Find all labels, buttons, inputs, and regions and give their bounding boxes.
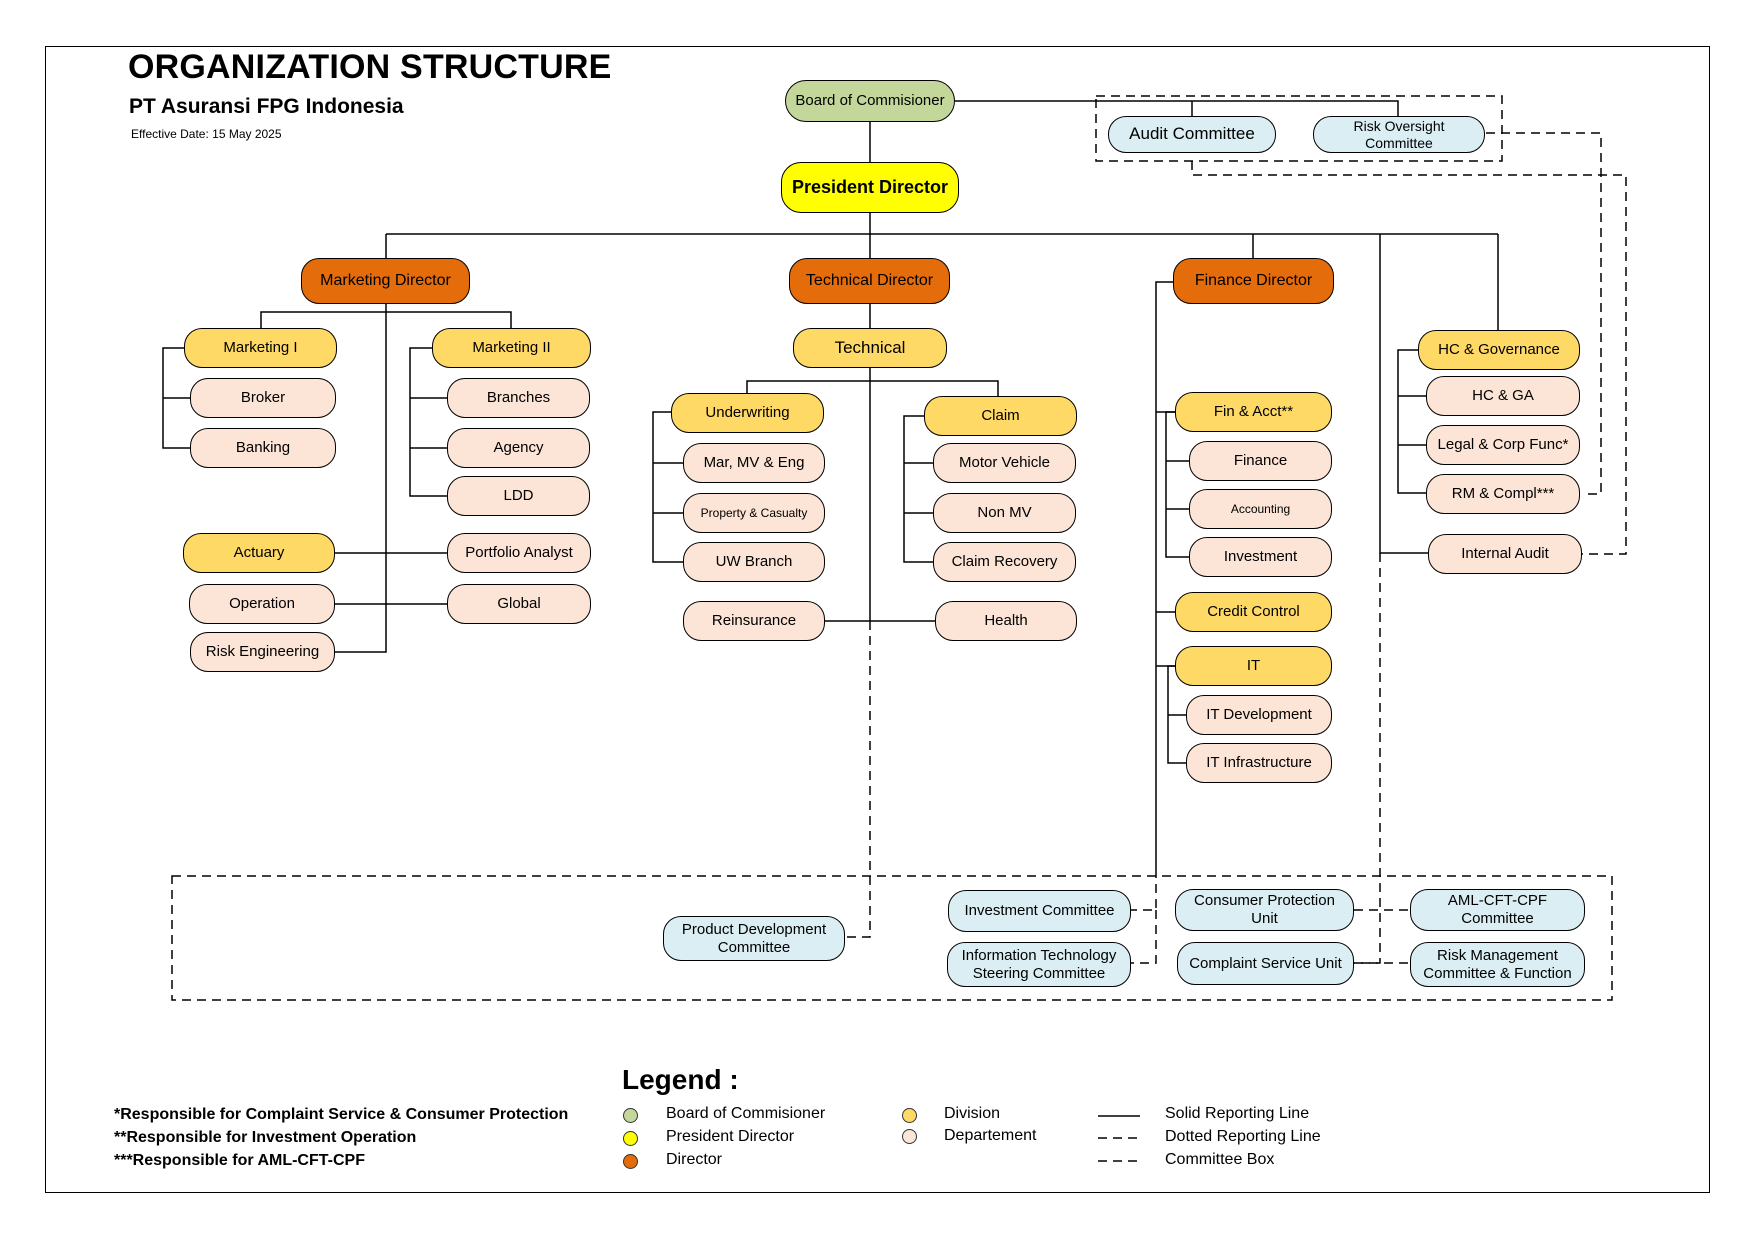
node-mar-mv-eng: Mar, MV & Eng <box>683 443 825 483</box>
node-motor-vehicle: Motor Vehicle <box>933 443 1076 483</box>
legend-board-swatch <box>623 1108 638 1123</box>
node-rm-compl: RM & Compl*** <box>1426 474 1580 514</box>
dotted-cpu <box>1354 553 1381 964</box>
node-investment-committee: Investment Committee <box>948 890 1131 932</box>
node-health: Health <box>935 601 1077 641</box>
legend-director-label: Director <box>666 1151 723 1168</box>
node-operation: Operation <box>189 584 335 624</box>
node-president: President Director <box>781 162 959 213</box>
node-fin-acct: Fin & Acct** <box>1175 392 1332 432</box>
node-finance: Finance <box>1189 441 1332 481</box>
node-underwriting: Underwriting <box>671 393 824 433</box>
line-mkt2-children <box>409 347 447 497</box>
node-actuary: Actuary <box>183 533 335 573</box>
node-technical-director: Technical Director <box>789 258 950 304</box>
node-banking: Banking <box>190 428 336 468</box>
line-uw-children <box>652 411 683 563</box>
dotted-audit-internal <box>1191 161 1627 555</box>
node-risk-management-committee: Risk Management Committee & Function <box>1410 942 1585 987</box>
company-name: PT Asuransi FPG Indonesia <box>129 95 404 118</box>
node-aml-committee: AML-CFT-CPF Committee <box>1410 889 1585 931</box>
legend-division-label: Division <box>944 1105 1001 1122</box>
committee-box <box>171 875 1613 1001</box>
legend-president-label: President Director <box>666 1128 795 1145</box>
node-internal-audit: Internal Audit <box>1428 534 1582 574</box>
node-non-mv: Non MV <box>933 493 1076 533</box>
node-branches: Branches <box>447 378 590 418</box>
node-agency: Agency <box>447 428 590 468</box>
node-risk-engineering: Risk Engineering <box>190 632 335 672</box>
node-risk-oversight: Risk Oversight Committee <box>1313 116 1485 153</box>
legend-solid-label: Solid Reporting Line <box>1165 1105 1310 1122</box>
legend-division-swatch <box>902 1108 917 1123</box>
node-investment: Investment <box>1189 537 1332 577</box>
node-product-development-committee: Product Development Committee <box>663 916 845 961</box>
node-it-infrastructure: IT Infrastructure <box>1186 743 1332 783</box>
page-frame <box>45 46 1710 1193</box>
node-claim: Claim <box>924 396 1077 436</box>
dotted-it-steering <box>1131 910 1157 964</box>
line-bus-internal-audit <box>1379 234 1428 554</box>
line-md-trunk <box>335 304 387 653</box>
node-consumer-protection-unit: Consumer Protection Unit <box>1175 889 1354 931</box>
node-reinsurance: Reinsurance <box>683 601 825 641</box>
dotted-invest-committee <box>1131 869 1157 911</box>
node-finance-director: Finance Director <box>1173 258 1334 304</box>
node-legal-corp: Legal & Corp Func* <box>1426 425 1580 465</box>
node-portfolio-analyst: Portfolio Analyst <box>447 533 591 573</box>
node-accounting: Accounting <box>1189 489 1332 529</box>
legend-department-label: Departement <box>944 1127 1037 1144</box>
legend-president-swatch <box>623 1131 638 1146</box>
legend-director-swatch <box>623 1154 638 1169</box>
dotted-risk-oversight <box>1486 132 1602 495</box>
node-global: Global <box>447 584 591 624</box>
line-hc-children <box>1397 349 1426 494</box>
page-title: ORGANIZATION STRUCTURE <box>128 48 612 86</box>
node-technical: Technical <box>793 328 947 368</box>
legend-note-1: *Responsible for Complaint Service & Con… <box>114 1106 569 1123</box>
node-hc-governance: HC & Governance <box>1418 330 1580 370</box>
node-hc-ga: HC & GA <box>1426 376 1580 416</box>
legend-board-label: Board of Commisioner <box>666 1105 826 1122</box>
node-it-development: IT Development <box>1186 695 1332 735</box>
legend-note-3: ***Responsible for AML-CFT-CPF <box>114 1152 365 1169</box>
node-audit-committee: Audit Committee <box>1108 116 1276 153</box>
node-claim-recovery: Claim Recovery <box>933 542 1076 582</box>
legend-department-swatch <box>902 1129 917 1144</box>
node-marketing-2: Marketing II <box>432 328 591 368</box>
audit-committee-box <box>1095 95 1503 162</box>
legend-dotted-label: Dotted Reporting Line <box>1165 1128 1321 1145</box>
node-broker: Broker <box>190 378 336 418</box>
effective-date: Effective Date: 15 May 2025 <box>131 127 282 141</box>
node-it-steering-committee: Information Technology Steering Committe… <box>947 942 1131 987</box>
node-credit-control: Credit Control <box>1175 592 1332 632</box>
line-fd-trunk <box>1155 281 1173 869</box>
legend-committee-label: Committee Box <box>1165 1151 1275 1168</box>
node-marketing-director: Marketing Director <box>301 258 470 304</box>
legend-title: Legend : <box>622 1064 739 1095</box>
node-ldd: LDD <box>447 476 590 516</box>
line-board-committees <box>953 100 1399 116</box>
line-claim-children <box>903 415 933 563</box>
line-md-mkt-bar <box>260 311 512 328</box>
node-board: Board of Commisioner <box>785 80 955 122</box>
node-property-casualty: Property & Casualty <box>683 493 825 533</box>
node-uw-branch: UW Branch <box>683 542 825 582</box>
dotted-tech-product <box>845 621 871 938</box>
node-complaint-service-unit: Complaint Service Unit <box>1177 942 1354 985</box>
node-it: IT <box>1175 646 1332 686</box>
node-marketing-1: Marketing I <box>184 328 337 368</box>
legend-note-2: **Responsible for Investment Operation <box>114 1129 417 1146</box>
